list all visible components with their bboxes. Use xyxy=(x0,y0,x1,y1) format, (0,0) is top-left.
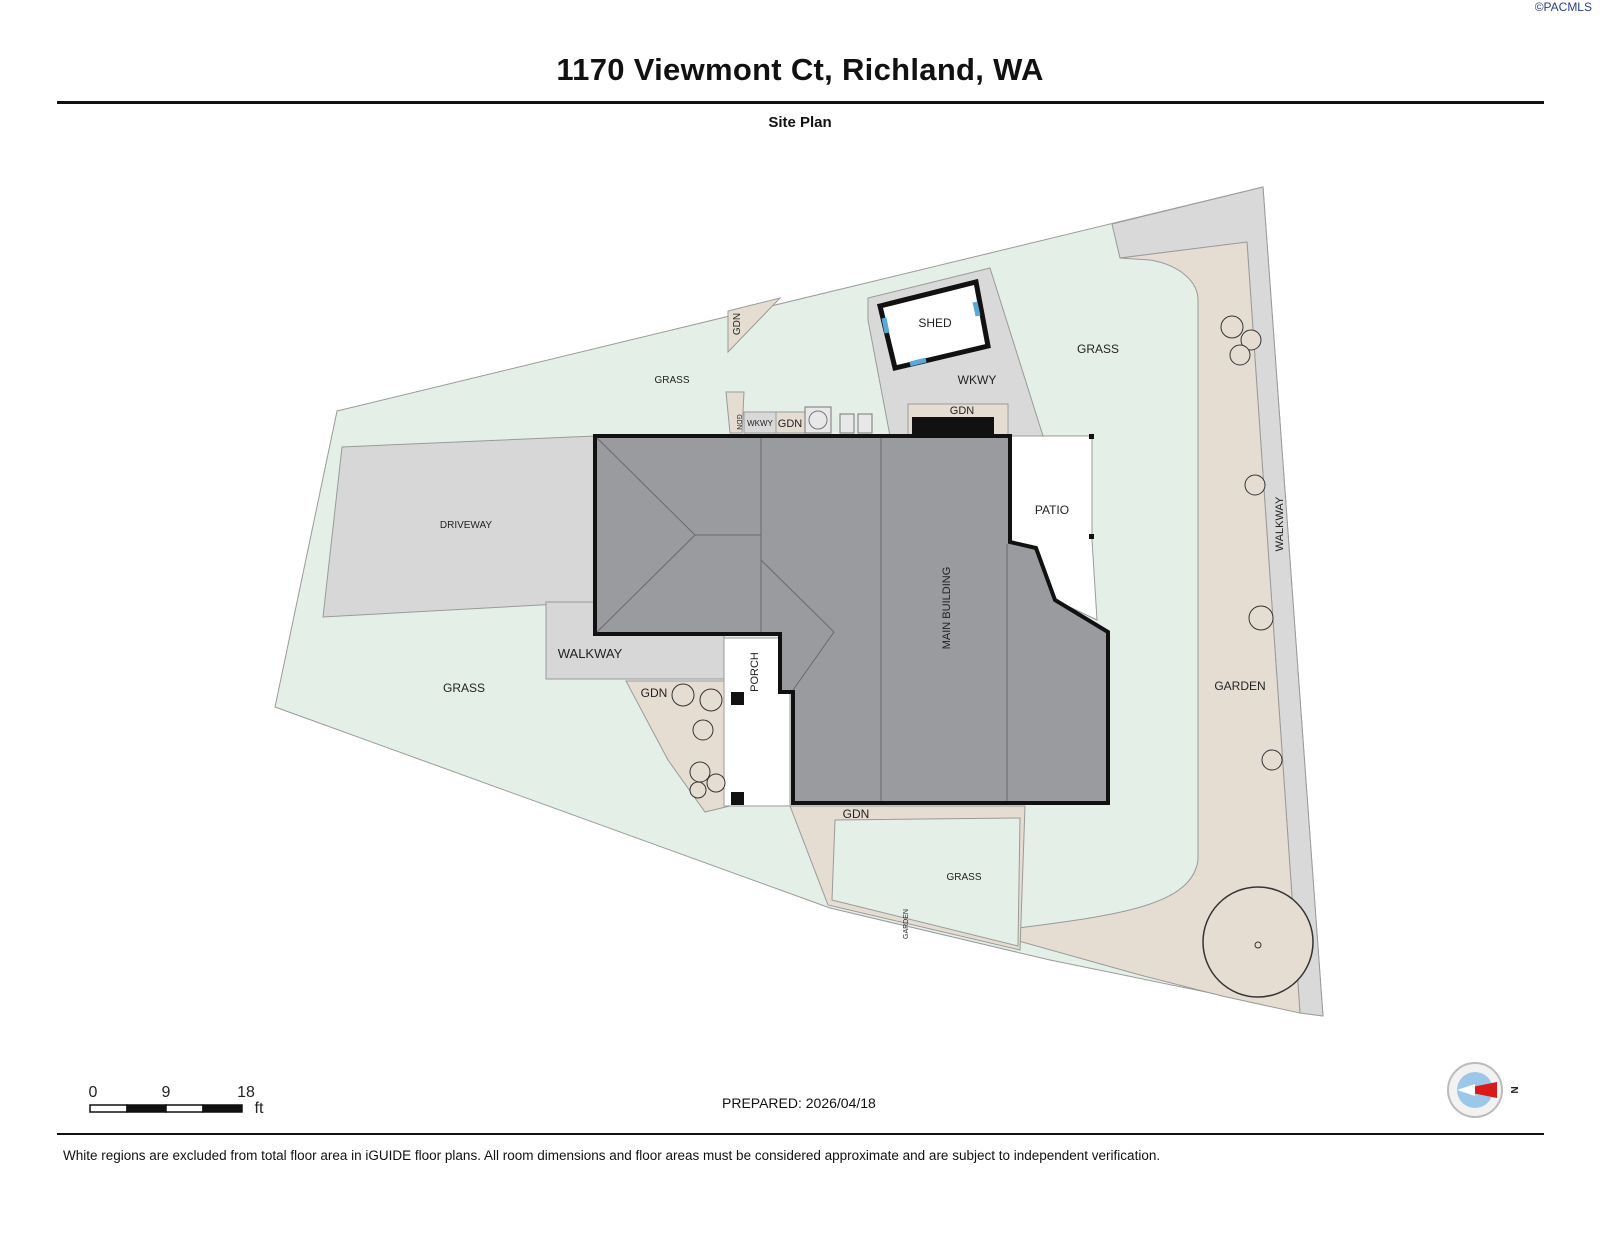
scale-bar-seg-1 xyxy=(89,1104,128,1113)
scale-tick-9: 9 xyxy=(162,1084,171,1101)
label-main-building: MAIN BUILDING xyxy=(941,567,953,650)
shed-window-2 xyxy=(972,301,981,317)
bottom-grass-area xyxy=(831,817,1021,947)
label-gdn-small: GDN xyxy=(735,414,742,430)
ac-unit-fan xyxy=(808,410,828,430)
page-subtitle: Site Plan xyxy=(768,114,832,131)
label-porch: PORCH xyxy=(749,652,761,692)
porch-post-1 xyxy=(731,692,744,705)
porch-post-2 xyxy=(731,792,744,805)
shrub-cluster-porch xyxy=(671,683,726,799)
scale-unit: ft xyxy=(255,1100,264,1117)
label-garden-bottom: GARDEN xyxy=(903,909,910,939)
top-garden-strip-lower xyxy=(725,391,745,434)
compass-north-label: N xyxy=(1508,1086,1519,1093)
utility-block xyxy=(912,417,994,437)
label-grass-top-left: GRASS xyxy=(654,375,689,386)
compass: N xyxy=(1447,1062,1519,1118)
disclaimer-text: White regions are excluded from total fl… xyxy=(63,1148,1161,1163)
compass-arrow-icon xyxy=(1457,1082,1497,1098)
label-wkwy-small: WKWY xyxy=(747,419,773,428)
top-garden-strip xyxy=(727,297,782,354)
label-gdn-porch: GDN xyxy=(641,686,668,700)
patio-post-2 xyxy=(1089,534,1094,539)
label-patio: PATIO xyxy=(1035,503,1069,517)
label-driveway: DRIVEWAY xyxy=(440,520,493,531)
roof-hip-3 xyxy=(760,559,835,691)
scale-bar: 0 9 18 ft xyxy=(89,1084,264,1117)
label-grass-top-right: GRASS xyxy=(1077,342,1119,356)
label-garden-right: GARDEN xyxy=(1214,679,1265,693)
scale-bar-seg-4 xyxy=(202,1104,243,1113)
compass-arrow-tail-icon xyxy=(1457,1084,1475,1096)
patio-post-1 xyxy=(1089,434,1094,439)
large-tree-trunk xyxy=(1254,941,1262,949)
label-gdn-bottom: GDN xyxy=(843,807,870,821)
scale-tick-0: 0 xyxy=(89,1084,98,1101)
scale-bar-seg-2 xyxy=(126,1104,167,1113)
label-gdn-top-left: GDN xyxy=(732,313,743,335)
label-walkway-left: WALKWAY xyxy=(558,646,623,661)
label-grass-bottom-left: GRASS xyxy=(443,681,485,695)
shed-window-1 xyxy=(881,317,890,334)
title-divider xyxy=(57,101,1544,104)
label-gdn-mid: GDN xyxy=(778,418,803,430)
label-wkwy-shed: WKWY xyxy=(958,373,997,387)
label-walkway-right: WALKWAY xyxy=(1274,496,1286,551)
page-title: 1170 Viewmont Ct, Richland, WA xyxy=(556,52,1044,87)
label-gdn-shed: GDN xyxy=(950,405,975,417)
shrub-cluster-right xyxy=(1220,315,1283,771)
scale-tick-18: 18 xyxy=(237,1084,255,1101)
label-grass-bottom: GRASS xyxy=(946,872,981,883)
footer-divider xyxy=(57,1133,1544,1135)
utility-box-1 xyxy=(839,413,855,434)
watermark: ©PACMLS xyxy=(1534,0,1592,14)
scale-bar-seg-3 xyxy=(165,1104,204,1113)
main-building-roof xyxy=(593,434,1110,805)
utility-box-2 xyxy=(857,413,873,434)
prepared-date: PREPARED: 2026/04/18 xyxy=(722,1095,876,1111)
shed-building xyxy=(876,278,991,372)
shed-window-3 xyxy=(909,357,927,367)
label-shed: SHED xyxy=(918,316,952,330)
